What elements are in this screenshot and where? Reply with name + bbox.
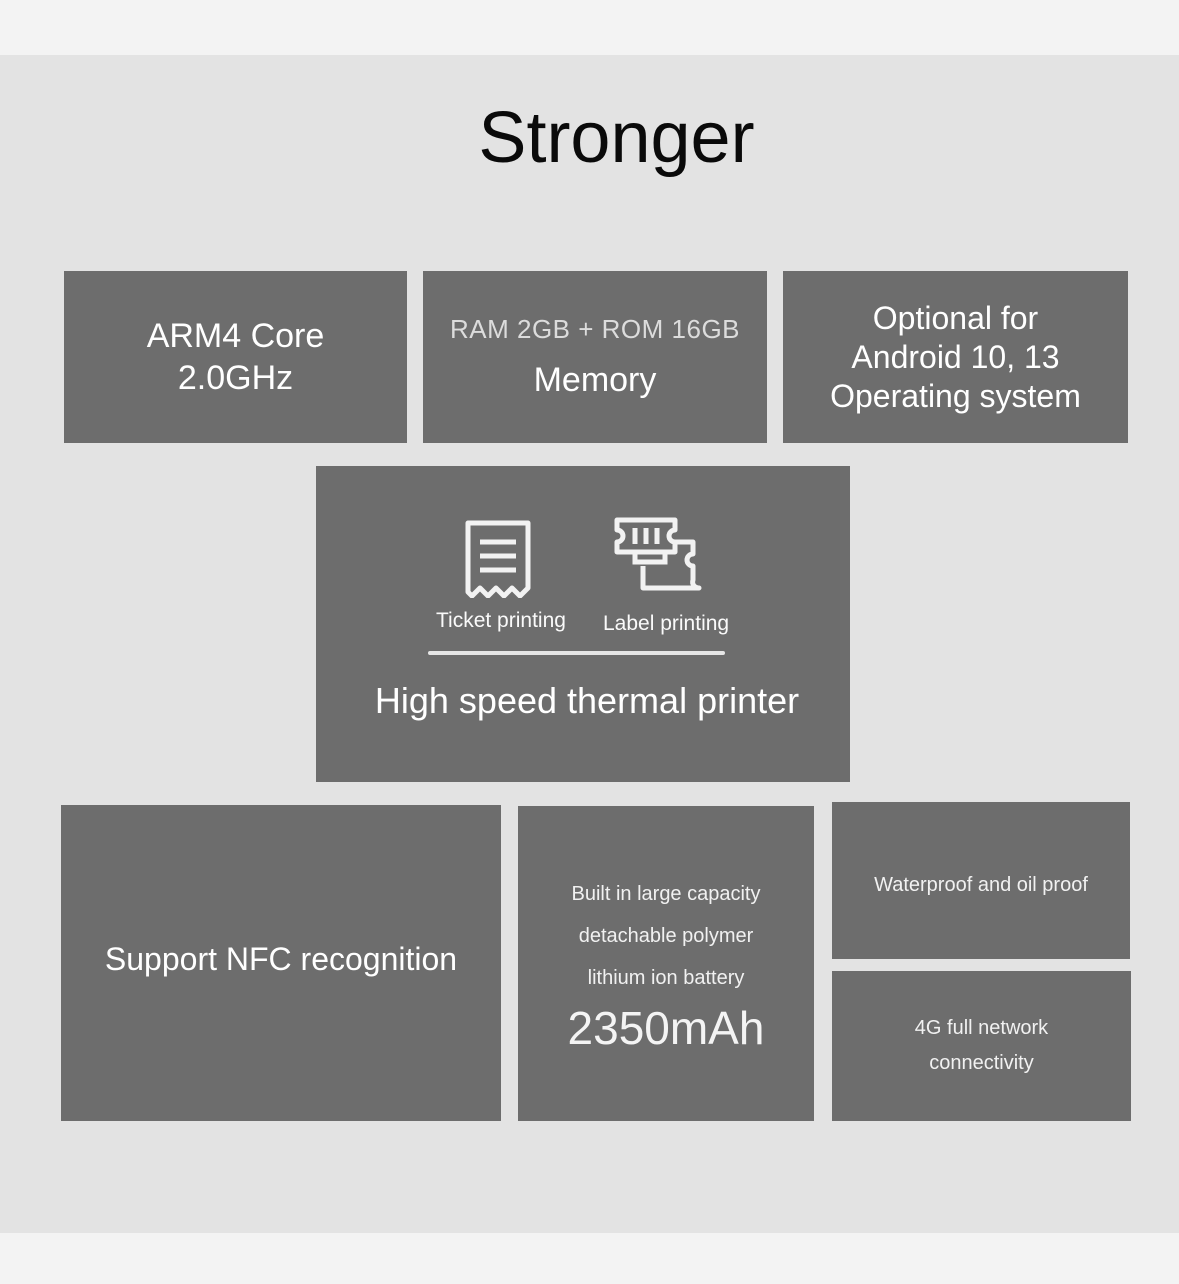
nfc-label: Support NFC recognition: [104, 940, 458, 977]
memory-tile: RAM 2GB + ROM 16GB Memory: [423, 271, 767, 443]
battery-line2: detachable polymer: [578, 925, 754, 948]
label-printing-label: Label printing: [603, 612, 730, 635]
os-line2: Android 10, 13: [851, 338, 1060, 375]
receipt-icon: [463, 518, 533, 603]
battery-line1: Built in large capacity: [571, 883, 761, 906]
printer-tile: Ticket printing Label printing High spee…: [316, 466, 850, 782]
waterproof-tile: Waterproof and oil proof: [832, 802, 1130, 959]
os-tile: Optional for Android 10, 13 Operating sy…: [783, 271, 1128, 443]
cpu-tile: ARM4 Core 2.0GHz: [64, 271, 407, 443]
battery-line3: lithium ion battery: [587, 967, 745, 990]
os-line1: Optional for: [872, 299, 1039, 336]
memory-spec: RAM 2GB + ROM 16GB: [449, 313, 741, 344]
memory-label: Memory: [533, 360, 657, 399]
battery-tile: Built in large capacity detachable polym…: [518, 806, 814, 1121]
network-tile: 4G full network connectivity: [832, 971, 1131, 1121]
printer-divider: [428, 651, 725, 655]
label-ticket-icon: [613, 516, 705, 599]
printer-title: High speed thermal printer: [374, 680, 800, 721]
battery-capacity: 2350mAh: [567, 1002, 765, 1055]
waterproof-label: Waterproof and oil proof: [874, 874, 1088, 896]
ticket-printing-label: Ticket printing: [436, 609, 566, 632]
network-line1: 4G full network: [914, 1017, 1049, 1039]
os-line3: Operating system: [830, 377, 1081, 414]
page-title: Stronger: [478, 98, 755, 178]
network-line2: connectivity: [929, 1052, 1034, 1074]
nfc-tile: Support NFC recognition: [61, 805, 501, 1121]
cpu-line1: ARM4 Core: [146, 317, 325, 355]
printer-icons: Ticket printing Label printing: [316, 516, 850, 646]
cpu-line2: 2.0GHz: [177, 359, 294, 397]
